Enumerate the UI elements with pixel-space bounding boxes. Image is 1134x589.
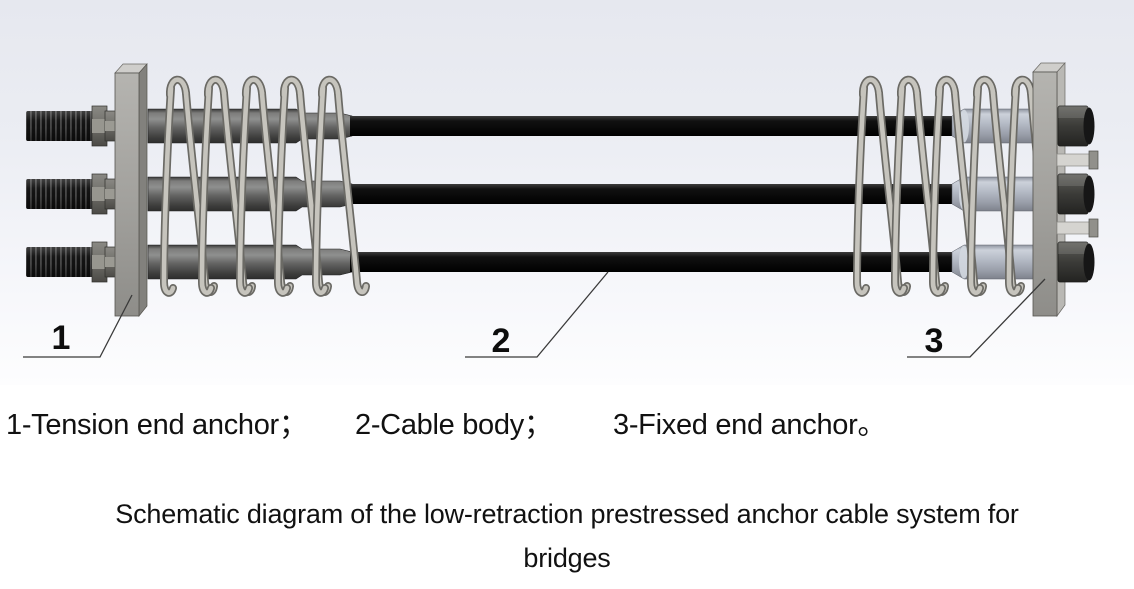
- fixed-nut-row-1: [1057, 105, 1095, 147]
- cad-render: 1 2 3: [0, 0, 1134, 385]
- tension-end-plate: [114, 63, 148, 317]
- fixed-nut-row-2: [1057, 173, 1095, 215]
- fixed-stud-2: [1056, 221, 1091, 235]
- tension-bolt-row-3: [26, 241, 118, 283]
- legend-item-fixed-end-anchor: 3-Fixed end anchor。: [613, 409, 887, 441]
- leader-line-2: [465, 271, 609, 358]
- fixed-end-nuts: [1056, 105, 1099, 283]
- fixed-stud-1-end: [1088, 150, 1099, 170]
- fixed-stud-1: [1056, 153, 1091, 167]
- leader-line-3: [907, 278, 1046, 358]
- legend-item-cable-body: 2-Cable body；: [355, 409, 553, 441]
- callout-1: 1: [23, 294, 133, 358]
- legend-item-tension-end-anchor: 1-Tension end anchor；: [6, 409, 308, 441]
- fixed-nut-row-3: [1057, 241, 1095, 283]
- callout-3: 3: [907, 278, 1046, 360]
- figure-title-line-2: bridges: [523, 543, 611, 573]
- tension-bolt-row-2: [26, 173, 118, 215]
- figure-title: Schematic diagram of the low-retraction …: [0, 492, 1134, 580]
- fixed-stud-2-end: [1088, 218, 1099, 238]
- figure-legend: 1-Tension end anchor； 2-Cable body； 3-Fi…: [0, 401, 1134, 441]
- leader-line-1: [23, 294, 133, 358]
- callout-number-1: 1: [52, 319, 71, 357]
- callout-2: 2: [465, 271, 609, 360]
- callout-number-3: 3: [925, 322, 944, 360]
- figure-title-line-1: Schematic diagram of the low-retraction …: [115, 499, 1019, 529]
- callout-number-2: 2: [492, 322, 511, 360]
- tension-bolt-row-1: [26, 105, 118, 147]
